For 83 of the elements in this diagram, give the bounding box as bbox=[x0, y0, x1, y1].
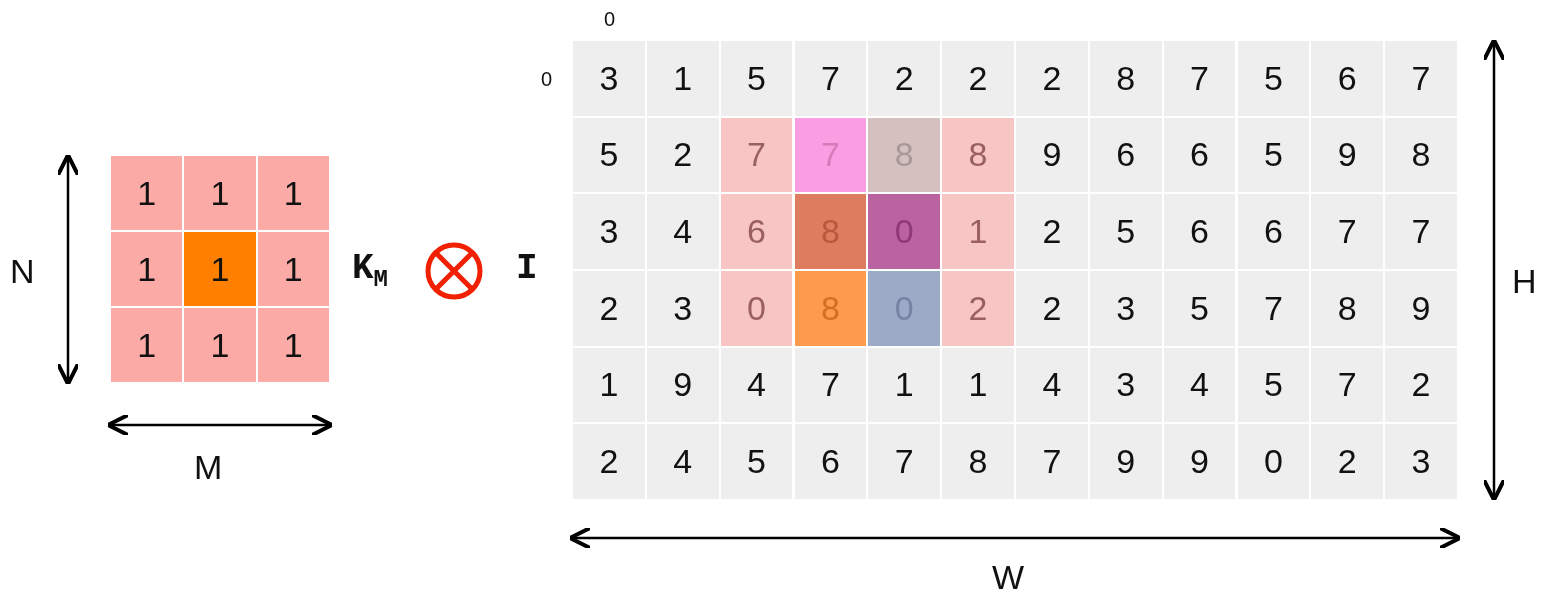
matrix-cell: 7 bbox=[868, 424, 941, 499]
matrix-cell: 6 bbox=[1163, 117, 1236, 193]
matrix-cell: 5 bbox=[1237, 347, 1310, 423]
matrix-cell: 1 bbox=[111, 232, 183, 306]
dimension-label: H bbox=[1512, 262, 1537, 301]
matrix-cell: 6 bbox=[720, 194, 793, 269]
matrix-cell: 5 bbox=[1163, 271, 1236, 346]
matrix-cell: 4 bbox=[720, 347, 793, 423]
index-label: 0 bbox=[541, 68, 553, 91]
kernel-symbol: K$_{M}$ bbox=[352, 248, 388, 294]
matrix-cell: 9 bbox=[646, 347, 719, 423]
matrix-cell: 1 bbox=[257, 232, 329, 306]
matrix-cell: 1 bbox=[257, 308, 329, 382]
matrix-cell: 8 bbox=[1385, 117, 1457, 193]
matrix-cell: 4 bbox=[646, 194, 719, 269]
matrix-cell: 2 bbox=[573, 424, 645, 499]
matrix-cell: 1 bbox=[942, 347, 1014, 423]
matrix-cell: 8 bbox=[942, 117, 1014, 193]
matrix-cell: 7 bbox=[1311, 194, 1384, 269]
matrix-cell: 5 bbox=[1089, 194, 1162, 269]
matrix-cell: 9 bbox=[1385, 271, 1457, 346]
matrix-cell: 2 bbox=[942, 41, 1014, 116]
image-symbol: I bbox=[516, 248, 538, 289]
matrix-cell: 6 bbox=[794, 424, 867, 499]
matrix-cell: 7 bbox=[794, 347, 867, 423]
matrix-cell: 5 bbox=[1237, 41, 1310, 116]
matrix-cell: 6 bbox=[1311, 41, 1384, 116]
matrix-cell: 2 bbox=[573, 271, 645, 346]
matrix-cell: 7 bbox=[1016, 424, 1088, 499]
matrix-cell: 4 bbox=[1016, 347, 1088, 423]
matrix-cell: 7 bbox=[1385, 194, 1457, 269]
matrix-cell: 8 bbox=[1089, 41, 1162, 116]
matrix-cell: 2 bbox=[868, 41, 941, 116]
matrix-cell: 0 bbox=[1237, 424, 1310, 499]
matrix-cell: 5 bbox=[1237, 117, 1310, 193]
matrix-cell: 7 bbox=[1237, 271, 1310, 346]
matrix-cell: 3 bbox=[573, 41, 645, 116]
matrix-cell: 1 bbox=[646, 41, 719, 116]
matrix-cell: 2 bbox=[1385, 347, 1457, 423]
matrix-cell: 4 bbox=[646, 424, 719, 499]
matrix-cell: 2 bbox=[1016, 41, 1088, 116]
matrix-cell: 7 bbox=[1311, 347, 1384, 423]
matrix-cell: 1 bbox=[184, 232, 256, 306]
matrix-cell: 5 bbox=[573, 117, 645, 193]
matrix-cell: 6 bbox=[1163, 194, 1236, 269]
matrix-cell: 1 bbox=[111, 308, 183, 382]
matrix-cell: 7 bbox=[1385, 41, 1457, 116]
matrix-cell: 2 bbox=[1311, 424, 1384, 499]
matrix-cell: 4 bbox=[1163, 347, 1236, 423]
matrix-cell: 7 bbox=[720, 117, 793, 193]
matrix-cell: 9 bbox=[1089, 424, 1162, 499]
matrix-cell: 2 bbox=[942, 271, 1014, 346]
matrix-cell: 3 bbox=[573, 194, 645, 269]
matrix-cell: 3 bbox=[1089, 271, 1162, 346]
matrix-cell: 1 bbox=[111, 156, 183, 230]
matrix-cell: 5 bbox=[720, 424, 793, 499]
dimension-label: M bbox=[194, 448, 223, 487]
matrix-cell: 2 bbox=[1016, 194, 1088, 269]
matrix-cell: 3 bbox=[1089, 347, 1162, 423]
matrix-cell: 1 bbox=[184, 308, 256, 382]
matrix-cell: 2 bbox=[646, 117, 719, 193]
matrix-cell: 7 bbox=[1163, 41, 1236, 116]
matrix-cell: 3 bbox=[1385, 424, 1457, 499]
matrix-cell: 9 bbox=[1016, 117, 1088, 193]
matrix-cell: 8 bbox=[942, 424, 1014, 499]
matrix-cell: 2 bbox=[1016, 271, 1088, 346]
matrix-cell: 5 bbox=[720, 41, 793, 116]
index-label: 0 bbox=[604, 8, 616, 31]
matrix-cell: 1 bbox=[868, 347, 941, 423]
matrix-cell: 9 bbox=[1311, 117, 1384, 193]
matrix-cell: 8 bbox=[1311, 271, 1384, 346]
matrix-cell: 9 bbox=[1163, 424, 1236, 499]
matrix-cell: 3 bbox=[646, 271, 719, 346]
matrix-cell: 1 bbox=[573, 347, 645, 423]
matrix-cell: 7 bbox=[794, 41, 867, 116]
matrix-cell: 0 bbox=[720, 271, 793, 346]
matrix-cell: 1 bbox=[184, 156, 256, 230]
matrix-cell: 6 bbox=[1237, 194, 1310, 269]
matrix-cell: 1 bbox=[257, 156, 329, 230]
dimension-label: W bbox=[992, 558, 1025, 597]
dimension-label: N bbox=[10, 252, 35, 291]
matrix-cell: 1 bbox=[942, 194, 1014, 269]
matrix-cell: 6 bbox=[1089, 117, 1162, 193]
